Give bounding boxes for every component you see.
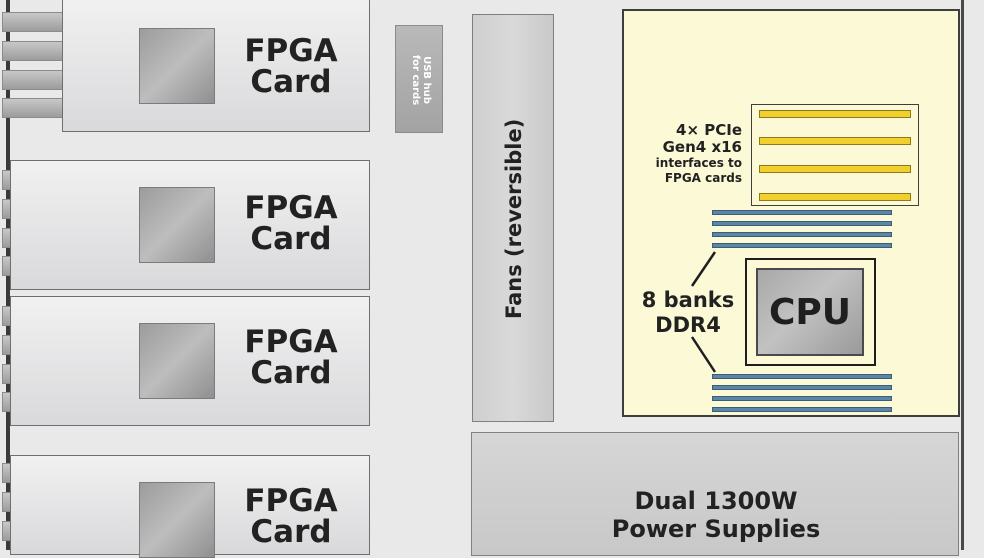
- pcie-slot: [759, 110, 911, 118]
- fpga-card-label: FPGA Card: [244, 33, 338, 100]
- dimm-bank-lower: [712, 372, 896, 420]
- dimm-module: [712, 407, 892, 412]
- power-supply-unit: Dual 1300W Power Supplies: [471, 432, 959, 556]
- pcie-slot: [759, 165, 911, 173]
- fpga-chip: [139, 28, 215, 104]
- pcie-slot: [759, 193, 911, 201]
- chassis-right-edge: [961, 0, 964, 550]
- heatsink-fin: [2, 70, 64, 90]
- cpu-socket: CPU: [745, 258, 876, 366]
- fpga-chip: [139, 187, 215, 263]
- dimm-module: [712, 385, 892, 390]
- heatsink-fin: [2, 98, 64, 118]
- fpga-card-2: FPGA Card: [10, 160, 370, 290]
- fans-label: Fans (reversible): [502, 118, 526, 319]
- pcie-slot: [759, 137, 911, 145]
- dimm-bank-upper: [712, 207, 896, 255]
- dimm-module: [712, 243, 892, 248]
- fpga-card-3: FPGA Card: [10, 296, 370, 426]
- cpu-label: CPU: [768, 291, 852, 333]
- usb-hub-label: USB hub for cards: [410, 54, 432, 106]
- dimm-module: [712, 221, 892, 226]
- fans-module: Fans (reversible): [472, 14, 554, 422]
- fpga-chip: [139, 323, 215, 399]
- fpga-card-label: FPGA Card: [244, 190, 338, 257]
- fpga-card-label: FPGA Card: [244, 324, 338, 391]
- ddr4-label: 8 banks DDR4: [641, 288, 735, 337]
- ddr4-pointer-lines: [690, 251, 717, 373]
- dimm-module: [712, 232, 892, 237]
- fpga-card-1-heatsink: [0, 0, 70, 130]
- dimm-module: [712, 210, 892, 215]
- usb-hub: USB hub for cards: [395, 25, 443, 133]
- fpga-card-label: FPGA Card: [244, 483, 338, 550]
- pcie-slot-group: [751, 104, 919, 206]
- heatsink-fin: [2, 41, 64, 61]
- dimm-module: [712, 374, 892, 379]
- power-supply-label: Dual 1300W Power Supplies: [611, 487, 821, 543]
- fpga-card-1: FPGA Card: [62, 0, 370, 132]
- dimm-module: [712, 396, 892, 401]
- fpga-chip: [139, 482, 215, 558]
- pcie-label: 4× PCIe Gen4 x16 interfaces to FPGA card…: [655, 121, 742, 186]
- cpu-chip: CPU: [756, 268, 864, 356]
- fpga-card-4: FPGA Card: [10, 455, 370, 558]
- heatsink-fin: [2, 12, 64, 32]
